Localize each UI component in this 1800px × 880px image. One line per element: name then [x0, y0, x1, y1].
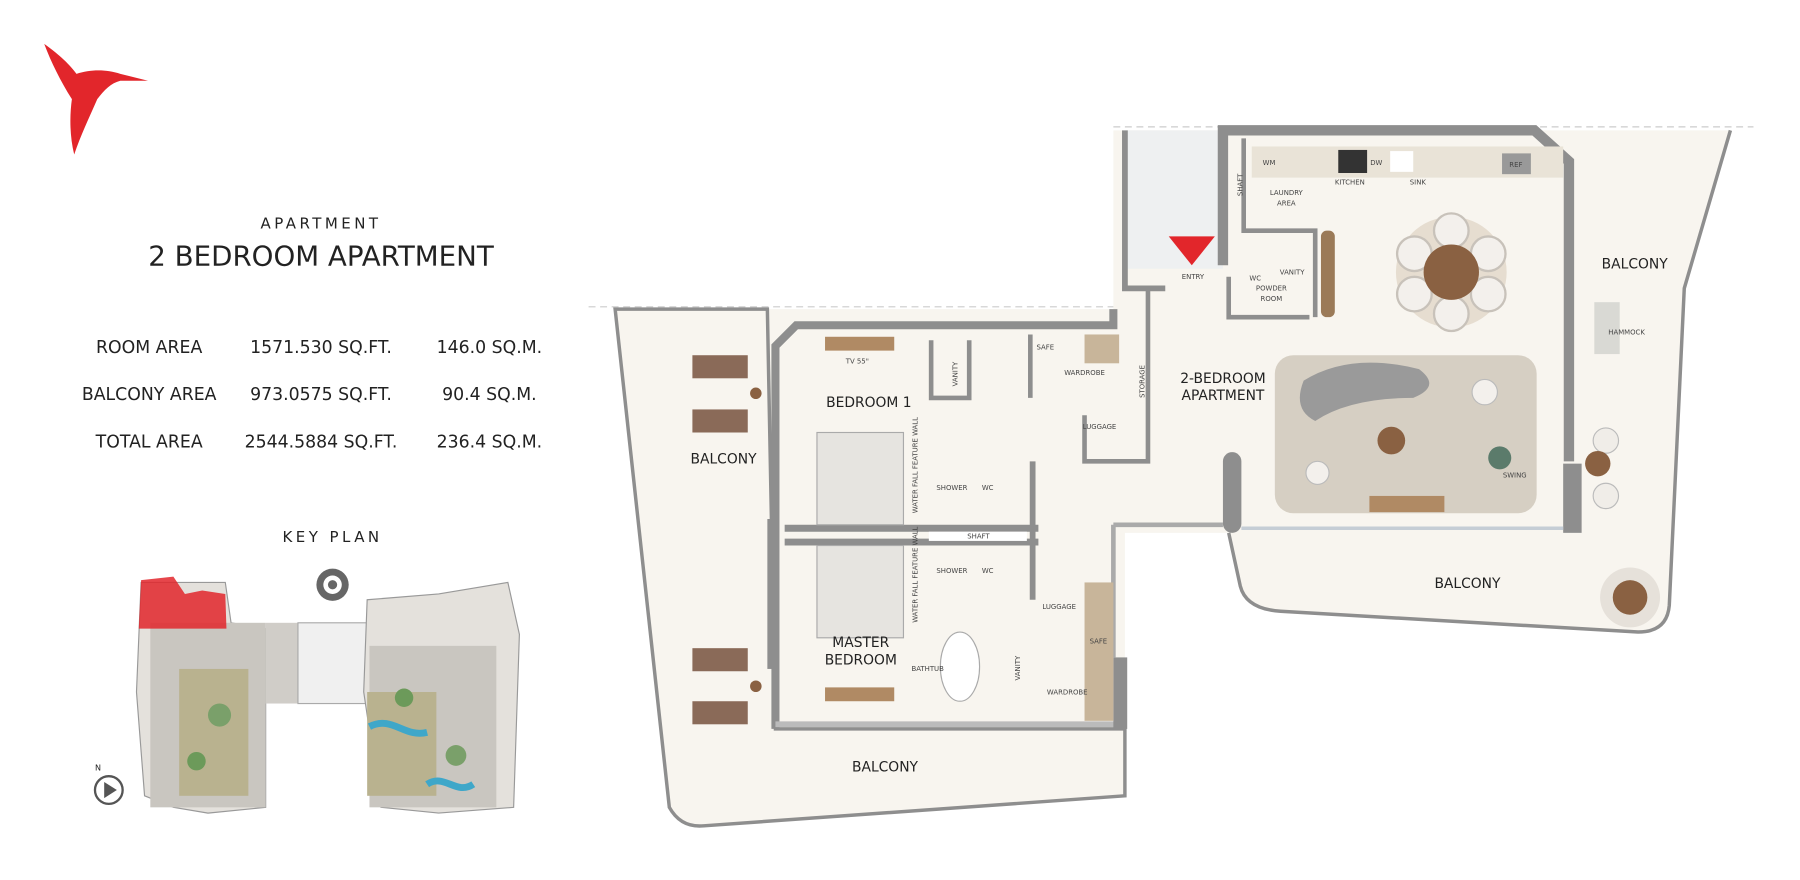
area-label: BALCONY AREA	[82, 385, 217, 405]
entry-marker-icon	[1168, 236, 1215, 266]
label-balcony: BALCONY	[1434, 576, 1501, 592]
label-safe: SAFE	[1037, 343, 1055, 351]
label-shower: SHOWER	[936, 484, 967, 492]
label-vanity: VANITY	[1014, 655, 1022, 680]
label-shaft: SHAFT	[1237, 173, 1245, 196]
label-tv: TV 55"	[845, 357, 869, 365]
label-wc: WC	[1249, 274, 1261, 282]
area-sqft: 973.0575 SQ.FT.	[250, 385, 392, 405]
label-vanity: VANITY	[1280, 268, 1305, 276]
key-plan-title: KEY PLAN	[283, 528, 383, 546]
label-wc: WC	[982, 567, 994, 575]
label-balcony: BALCONY	[691, 452, 758, 468]
key-plan: N	[93, 568, 520, 814]
label-balcony: BALCONY	[852, 760, 919, 776]
label-wardrobe: WARDROBE	[1047, 688, 1088, 696]
north-label: N	[95, 763, 101, 772]
area-sqft: 2544.5884 SQ.FT.	[245, 432, 398, 452]
label-dw: DW	[1370, 159, 1382, 167]
area-sqm: 90.4 SQ.M.	[442, 385, 537, 405]
label-entry: ENTRY	[1182, 273, 1205, 281]
page-title: 2 BEDROOM APARTMENT	[148, 239, 494, 272]
hummingbird-logo	[44, 43, 149, 155]
label-luggage: LUGGAGE	[1083, 423, 1117, 431]
label-bedroom-1: BEDROOM 1	[826, 395, 911, 411]
label-shaft: SHAFT	[967, 533, 990, 541]
label-shower: SHOWER	[936, 567, 967, 575]
label-powder-room: POWDER	[1256, 285, 1287, 293]
label-wardrobe: WARDROBE	[1064, 369, 1105, 377]
label-balcony: BALCONY	[1602, 257, 1669, 273]
label-master-bedroom: MASTER	[832, 635, 889, 651]
area-sqm: 236.4 SQ.M.	[437, 432, 543, 452]
label-bathtub: BATHTUB	[912, 665, 945, 673]
label-sink: SINK	[1410, 179, 1427, 187]
north-arrow-icon	[93, 775, 124, 806]
area-label: TOTAL AREA	[95, 432, 203, 452]
label-swing: SWING	[1503, 471, 1527, 479]
label-master-bedroom: BEDROOM	[825, 652, 897, 668]
label-safe: SAFE	[1090, 638, 1108, 646]
area-sqft: 1571.530 SQ.FT.	[250, 338, 392, 358]
area-table: ROOM AREA 1571.530 SQ.FT. 146.0 SQ.M. BA…	[82, 338, 542, 453]
label-luggage: LUGGAGE	[1042, 603, 1076, 611]
floor-plan	[588, 125, 1754, 828]
label-vanity: VANITY	[952, 361, 960, 386]
label-kitchen: KITCHEN	[1335, 179, 1365, 187]
unit-highlight	[138, 576, 227, 629]
area-sqm: 146.0 SQ.M.	[437, 338, 543, 358]
label-feature-wall: WATER FALL FEATURE WALL	[911, 526, 919, 622]
category-label: APARTMENT	[261, 214, 382, 232]
label-laundry: LAUNDRY	[1270, 189, 1304, 197]
label-storage: STORAGE	[1139, 365, 1147, 398]
label-wc: WC	[982, 484, 994, 492]
label-powder-room: ROOM	[1261, 295, 1283, 303]
label-wm: WM	[1263, 159, 1276, 167]
area-label: ROOM AREA	[96, 338, 202, 358]
label-apartment: 2-BEDROOM	[1180, 371, 1265, 387]
label-ref: REF	[1509, 161, 1522, 169]
label-hammock: HAMMOCK	[1608, 328, 1645, 336]
label-laundry: AREA	[1277, 199, 1296, 207]
label-feature-wall: WATER FALL FEATURE WALL	[911, 417, 919, 513]
label-apartment: APARTMENT	[1181, 388, 1264, 404]
